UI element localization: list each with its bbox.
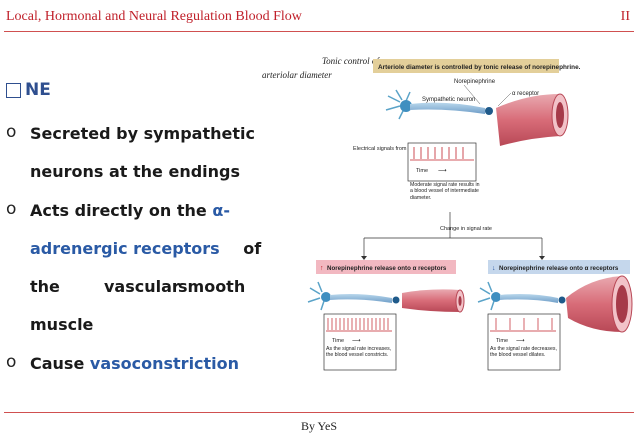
neuron-top-icon	[385, 89, 493, 120]
neuron-right-icon	[477, 281, 566, 311]
alpha-receptor-label: α receptor	[512, 91, 539, 97]
left-banner-box	[316, 260, 456, 274]
time-label-top: Time	[416, 168, 428, 174]
slide-footer: By YeS	[300, 419, 338, 433]
section-heading: NE	[6, 80, 51, 100]
slide-header: Local, Hormonal and Neural Regulation Bl…	[0, 0, 638, 34]
bullet-2-line-2: adrenergic receptors of	[30, 239, 261, 258]
footer-divider	[4, 412, 634, 413]
svg-text:⟶: ⟶	[516, 338, 525, 344]
bullet-2-word-vascular: vascular	[104, 277, 180, 296]
slide-title: Local, Hormonal and Neural Regulation Bl…	[6, 9, 302, 24]
right-banner-box	[488, 260, 630, 274]
adrenergic-receptors-term: adrenergic receptors	[30, 239, 220, 258]
arteriole-regulation-diagram: Tonic control of arteriolar diameter Art…	[262, 56, 633, 371]
right-caption: As the signal rate decreases, the blood …	[490, 346, 557, 358]
bullet-2-text-a: Acts directly on the	[30, 201, 207, 220]
bullet-3-text-a: Cause	[30, 354, 85, 373]
header-divider	[4, 31, 634, 32]
left-banner-text: Norepinephrine release onto α receptors	[327, 265, 447, 272]
svg-text:⟶: ⟶	[352, 338, 361, 344]
signal-spikes-top	[413, 147, 464, 159]
bullet-2-text-of: of	[243, 239, 262, 258]
signal-spikes-right	[495, 318, 553, 330]
blood-vessel-constricted-icon	[402, 289, 465, 313]
top-banner-box	[373, 59, 559, 73]
left-caption: As the signal rate increases, the blood …	[326, 346, 391, 358]
vasoconstriction-term: vasoconstriction	[89, 354, 240, 373]
signal-spikes-left	[327, 318, 389, 330]
bullet-1-line-2: neurons at the endings	[30, 162, 241, 181]
time-label-right: Time	[496, 338, 508, 344]
sympathetic-neuron-label: Sympathetic neuron	[422, 97, 475, 103]
svg-text:⟶: ⟶	[438, 168, 447, 174]
time-label-left: Time	[332, 338, 344, 344]
heading-text: NE	[25, 80, 51, 100]
bullet-2-word-smooth: smooth	[178, 277, 246, 296]
right-banner-text: Norepinephrine release onto α receptors	[499, 265, 619, 272]
circle-bullet-icon: o	[6, 122, 17, 142]
bullet-2-word-the: the	[30, 277, 60, 296]
norepinephrine-label: Norepinephrine	[454, 79, 496, 85]
svg-text:↑: ↑	[320, 265, 324, 272]
circle-bullet-icon: o	[6, 199, 17, 219]
electrical-signals-label: Electrical signals from neuron	[353, 146, 425, 152]
checkbox-bullet-icon	[6, 82, 21, 98]
bullet-2-line-4: muscle	[30, 315, 94, 334]
top-banner-text: Arteriole diameter is controlled by toni…	[378, 64, 581, 71]
bullet-1-line-1: Secreted by sympathetic	[30, 124, 255, 143]
bullet-3-line-1: Cause vasoconstriction	[30, 354, 239, 373]
moderate-caption: Moderate signal rate results in a blood …	[410, 182, 480, 201]
blood-vessel-dilated-icon	[566, 275, 633, 333]
neuron-left-icon	[307, 281, 400, 311]
tonic-control-label-1: Tonic control of	[322, 56, 380, 66]
bullet-2-line-1: Acts directly on the α-	[30, 201, 230, 220]
svg-text:↓: ↓	[492, 265, 496, 272]
bullet-2-alpha: α-	[212, 201, 230, 220]
circle-bullet-icon: o	[6, 352, 17, 372]
tonic-control-label-2: arteriolar diameter	[262, 70, 332, 80]
slide-section-number: II	[620, 9, 630, 24]
change-label: Change in signal rate	[440, 226, 492, 232]
blood-vessel-top-icon	[496, 93, 569, 146]
